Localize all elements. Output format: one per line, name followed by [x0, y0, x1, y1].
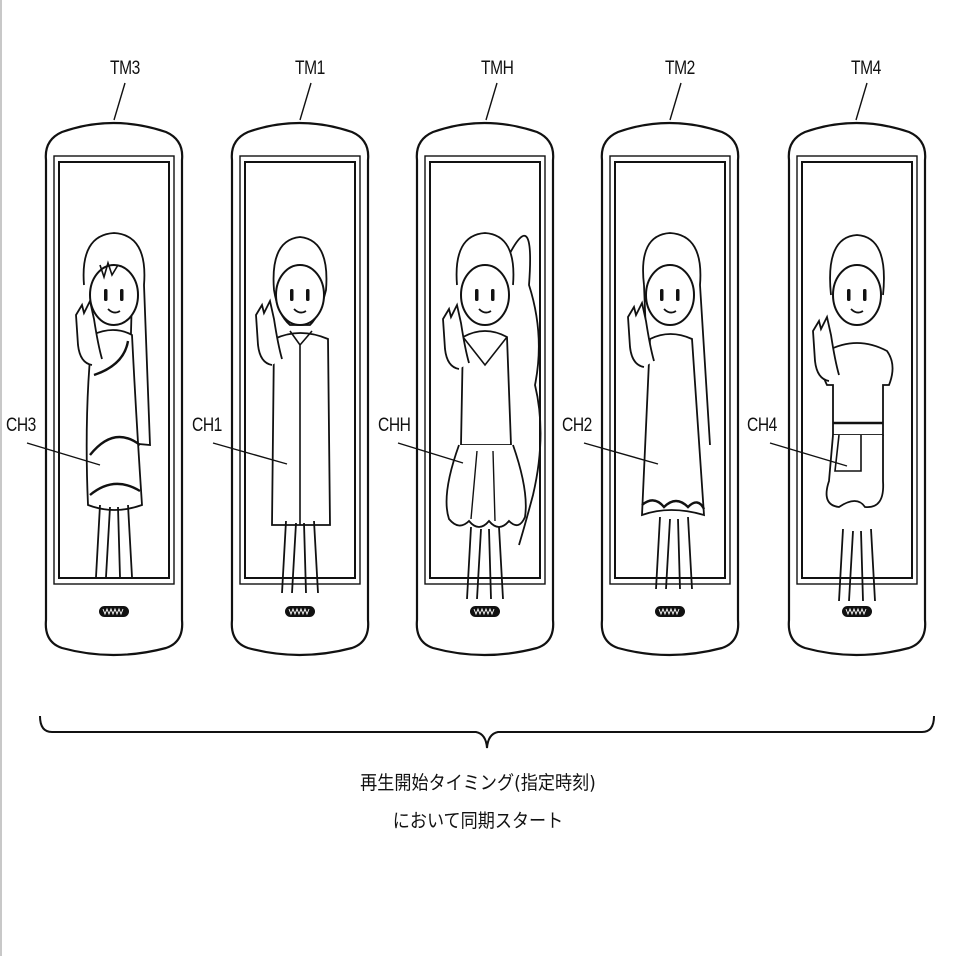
caption-line-2: において同期スタート — [392, 810, 564, 832]
terminal-label: TM4 — [851, 58, 881, 79]
terminal-tmh — [415, 121, 555, 657]
character-ch3 — [75, 232, 151, 578]
character-ch2 — [627, 232, 711, 590]
terminal-tm4 — [787, 121, 927, 657]
tm-leader-lines — [113, 82, 868, 121]
terminal-tm2 — [600, 121, 740, 657]
terminal-label: TM1 — [295, 58, 325, 79]
caption-line-1: 再生開始タイミング(指定時刻) — [360, 772, 596, 794]
terminal-label: TM3 — [110, 58, 140, 79]
terminal-label: TMH — [481, 58, 514, 79]
character-label: CH3 — [6, 415, 36, 436]
character-ch4 — [812, 234, 894, 602]
character-label: CHH — [378, 415, 411, 436]
terminal-tm1 — [230, 121, 370, 657]
terminal-label: TM2 — [665, 58, 695, 79]
character-label: CH1 — [192, 415, 222, 436]
character-ch1 — [255, 236, 331, 594]
character-label: CH2 — [562, 415, 592, 436]
page-edge — [0, 0, 2, 956]
curly-brace — [39, 715, 935, 749]
character-chh — [442, 232, 542, 600]
character-label: CH4 — [747, 415, 777, 436]
ch-leader-lines — [26, 442, 848, 467]
terminal-tm3 — [44, 121, 184, 657]
